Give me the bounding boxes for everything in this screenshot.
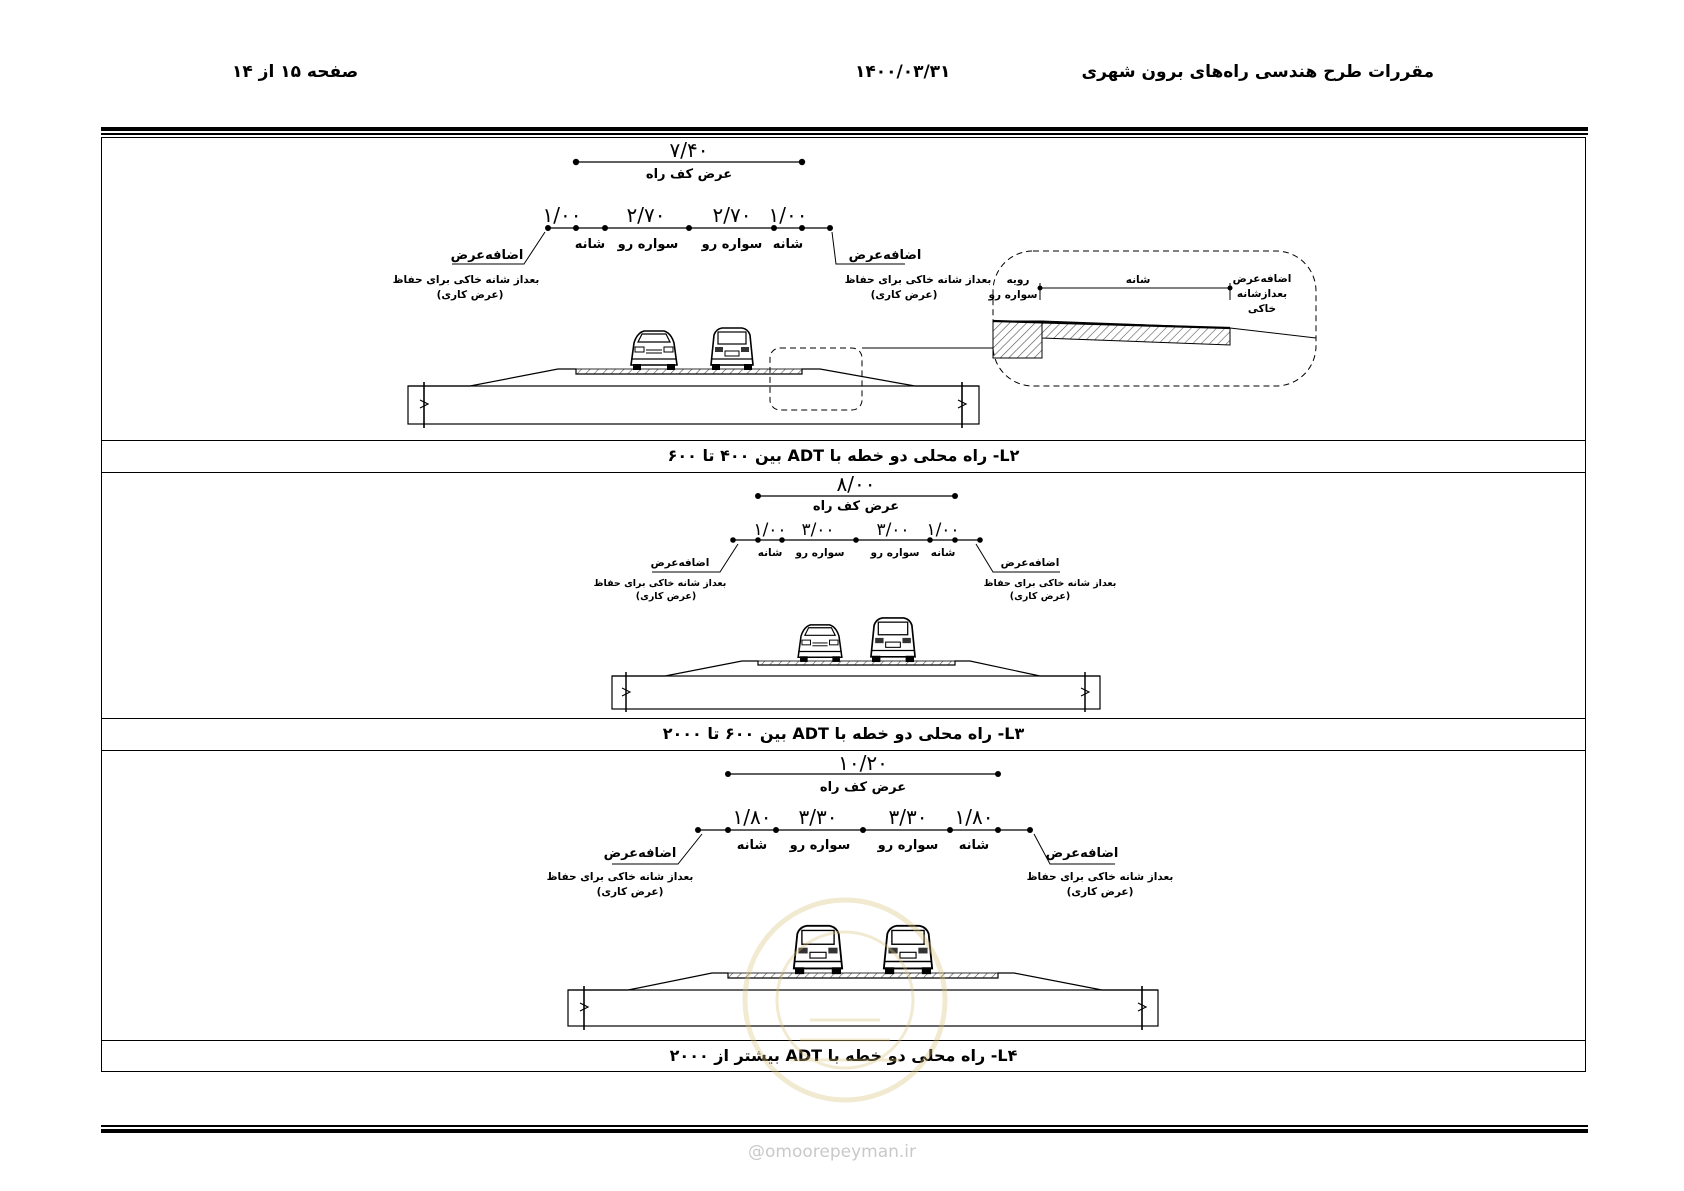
shoulder-width-left: ۱/۰۰ — [753, 520, 786, 540]
detail-surface-label: رویه — [1007, 274, 1030, 286]
shoulder-label: شانه — [959, 838, 989, 853]
section-caption-l2: L۲- راه محلی دو خطه با ADT بین ۴۰۰ تا ۶۰… — [667, 446, 1020, 465]
document-title: مقررات طرح هندسی راه‌های برون شهری — [1081, 62, 1434, 82]
row-divider — [101, 750, 1586, 751]
lane-width-right: ۳/۰۰ — [876, 520, 909, 540]
footer-rule-thick — [101, 1129, 1588, 1133]
page-number: صفحه ۱۵ از ۱۴ — [232, 62, 359, 82]
detail-after-label: بعدازشانه — [1237, 288, 1287, 300]
lane-label: سواره رو — [617, 237, 679, 252]
row-divider — [101, 472, 1586, 473]
working-width-note: (عرض کاری) — [597, 886, 664, 898]
guardrail-note: بعداز شانه خاکی برای حفاظ — [1027, 871, 1174, 883]
row-divider — [101, 1040, 1586, 1041]
document-date: ۱۴۰۰/۰۳/۳۱ — [855, 62, 951, 82]
watermark-seal-icon — [742, 897, 948, 1103]
extra-width-label: اضافه‌عرض — [604, 846, 677, 861]
lane-width-left: ۲/۷۰ — [627, 203, 666, 227]
section-l4-drawing: ۱۰/۲۰ عرض کف راه ۱/۸۰ ۳/۳۰ ۳/۳۰ ۱/۸۰ شان… — [547, 751, 1174, 1030]
detail-extra-width-label: اضافه‌عرض — [1233, 273, 1292, 285]
total-width-value: ۱۰/۲۰ — [838, 751, 888, 775]
detail-soil-label: خاکی — [1248, 303, 1276, 315]
watermark-text: @omoorepeyman.ir — [748, 1142, 917, 1162]
shoulder-width-right: ۱/۰۰ — [769, 203, 808, 227]
guardrail-note: بعداز شانه خاکی برای حفاظ — [984, 578, 1117, 589]
section-caption-l3: L۳- راه محلی دو خطه با ADT بین ۶۰۰ تا ۲۰… — [662, 724, 1025, 743]
extra-width-label: اضافه‌عرض — [849, 248, 922, 263]
lane-width-left: ۳/۰۰ — [801, 520, 834, 540]
shoulder-width-right: ۱/۸۰ — [955, 805, 994, 829]
section-caption-l4: L۴- راه محلی دو خطه با ADT بیشتر از ۲۰۰۰ — [669, 1046, 1018, 1065]
working-width-note: (عرض کاری) — [1067, 886, 1134, 898]
lane-label: سواره رو — [789, 838, 851, 853]
lane-width-right: ۳/۳۰ — [889, 805, 928, 829]
lane-label: سواره رو — [795, 547, 845, 559]
extra-width-label: اضافه‌عرض — [651, 557, 710, 569]
detail-shoulder-label: شانه — [1126, 274, 1151, 286]
total-width-value: ۷/۴۰ — [670, 138, 709, 162]
header-rule-thin — [101, 133, 1588, 135]
working-width-note: (عرض کاری) — [437, 289, 504, 301]
shoulder-label: شانه — [575, 237, 605, 252]
car-icon — [797, 624, 843, 663]
shoulder-width-left: ۱/۸۰ — [733, 805, 772, 829]
shoulder-label: شانه — [931, 547, 956, 559]
extra-width-label: اضافه‌عرض — [1046, 846, 1119, 861]
row-divider — [101, 718, 1586, 719]
lane-label: سواره رو — [877, 838, 939, 853]
working-width-note: (عرض کاری) — [1010, 591, 1070, 602]
section-l3-drawing: ۸/۰۰ عرض کف راه ۱/۰۰ ۳/۰۰ ۳/۰۰ ۱/۰۰ شانه… — [594, 472, 1117, 712]
shoulder-width-left: ۱/۰۰ — [543, 203, 582, 227]
working-width-note: (عرض کاری) — [636, 591, 696, 602]
guardrail-note: بعداز شانه خاکی برای حفاظ — [594, 578, 727, 589]
guardrail-note: بعداز شانه خاکی برای حفاظ — [547, 871, 694, 883]
total-width-label: عرض کف راه — [813, 499, 899, 514]
section-l2-drawing: ۷/۴۰ عرض کف راه ۱/۰۰ ۲/۷۰ ۲/۷۰ ۱/۰۰ شانه… — [393, 138, 1317, 428]
car-icon — [870, 617, 916, 663]
guardrail-note: بعداز شانه خاکی برای حفاظ — [845, 274, 992, 286]
guardrail-note: بعداز شانه خاکی برای حفاظ — [393, 274, 540, 286]
detail-lane-label: سواره رو — [988, 289, 1038, 301]
shoulder-width-right: ۱/۰۰ — [926, 520, 959, 540]
lane-label: سواره رو — [701, 237, 763, 252]
extra-width-label: اضافه‌عرض — [451, 248, 524, 263]
header-rule-thick — [101, 127, 1588, 131]
figure-frame — [101, 137, 1586, 1072]
lane-width-left: ۳/۳۰ — [799, 805, 838, 829]
total-width-label: عرض کف راه — [820, 780, 906, 795]
shoulder-label: شانه — [773, 237, 803, 252]
lane-width-right: ۲/۷۰ — [713, 203, 752, 227]
extra-width-label: اضافه‌عرض — [1001, 557, 1060, 569]
total-width-value: ۸/۰۰ — [837, 472, 876, 496]
total-width-label: عرض کف راه — [646, 167, 732, 182]
working-width-note: (عرض کاری) — [871, 289, 938, 301]
lane-label: سواره رو — [870, 547, 920, 559]
row-divider — [101, 440, 1586, 441]
shoulder-label: شانه — [737, 838, 767, 853]
shoulder-label: شانه — [758, 547, 783, 559]
footer-rule-thin — [101, 1125, 1588, 1127]
car-icon — [710, 327, 754, 371]
car-icon — [630, 330, 678, 371]
